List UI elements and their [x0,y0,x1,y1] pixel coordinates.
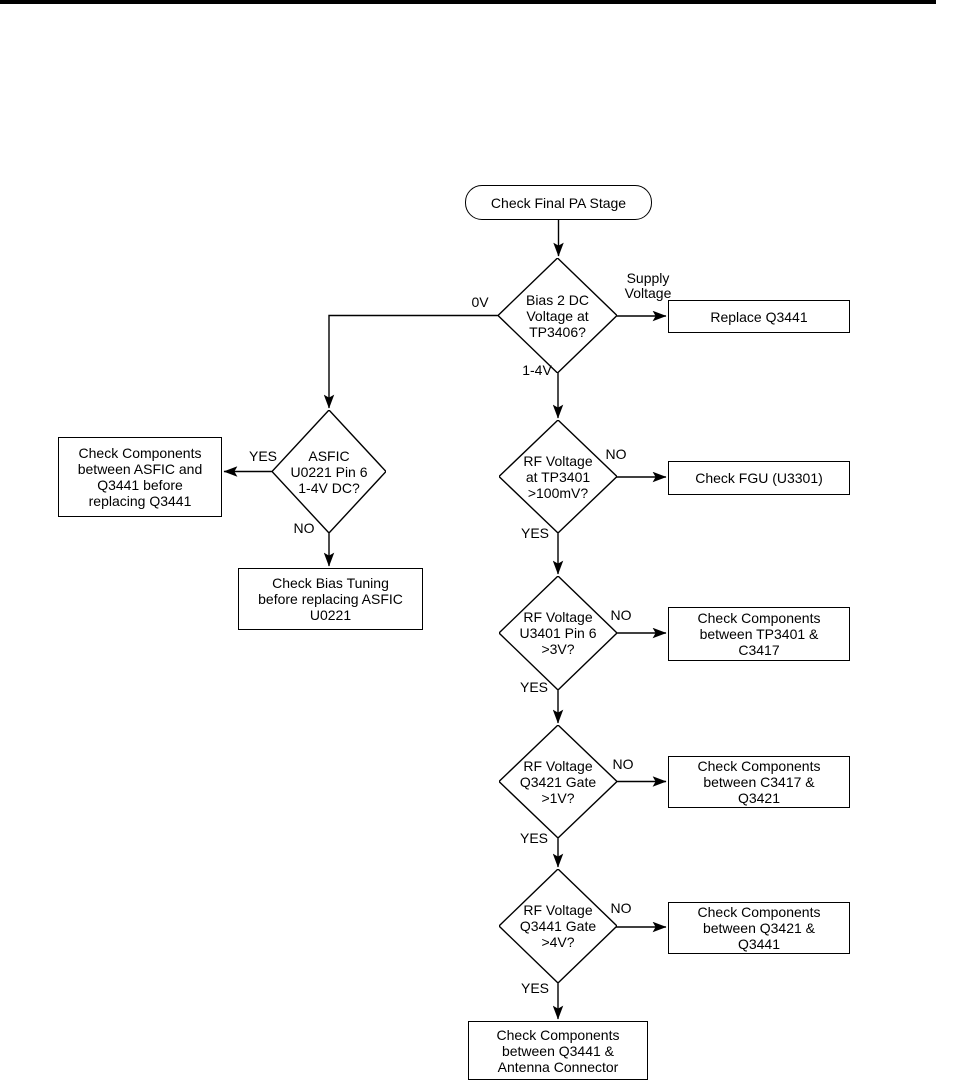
decision-asfic-u0221: ASFIC U0221 Pin 6 1-4V DC? [272,410,386,533]
process-replace-q3441: Replace Q3441 [668,300,850,333]
process-asfic-q3441: Check Components between ASFIC and Q3441… [58,437,222,517]
diamond-shape [499,725,617,838]
decision-rf-q3421: RF Voltage Q3421 Gate >1V? [499,725,617,838]
process-c3417-q3421-label: Check Components between C3417 & Q3421 [697,758,821,806]
edge-bias-0v-to-asfic [323,314,498,409]
process-c3417-q3421: Check Components between C3417 & Q3421 [668,756,850,808]
decision-rf-q3441: RF Voltage Q3441 Gate >4V? [499,869,617,983]
branch-label-yes-rf-q3441: YES [520,980,549,996]
branch-label-1-4v: 1-4V [522,362,552,378]
process-q3441-antenna: Check Components between Q3441 & Antenna… [468,1021,648,1080]
branch-label-0v: 0V [471,294,489,310]
branch-label-supply-voltage: Supply Voltage [624,270,672,301]
diamond-shape [498,258,617,373]
start-node: Check Final PA Stage [465,185,652,220]
branch-label-yes-rf-u3401: YES [519,679,548,695]
branch-label-no-rf-q3441: NO [610,900,632,916]
process-replace-q3441-label: Replace Q3441 [710,308,808,325]
process-asfic-q3441-label: Check Components between ASFIC and Q3441… [77,445,203,509]
branch-label-yes-asfic: YES [248,448,277,464]
decision-bias2-label: Bias 2 DC Voltage at TP3406? [525,291,590,340]
decision-rf-tp3401: RF Voltage at TP3401 >100mV? [499,420,617,533]
diamond-shape [272,410,386,533]
process-check-fgu: Check FGU (U3301) [668,461,850,495]
decision-asfic-label: ASFIC U0221 Pin 6 1-4V DC? [290,447,368,496]
decision-rf-u3401: RF Voltage U3401 Pin 6 >3V? [499,576,617,690]
branch-label-no-rf-u3401: NO [610,607,632,623]
process-bias-tuning: Check Bias Tuning before replacing ASFIC… [238,568,423,630]
decision-rf-tp3401-label: RF Voltage at TP3401 >100mV? [523,452,593,501]
branch-label-yes-rf-tp3401: YES [520,525,549,541]
decision-rf-q3441-label: RF Voltage Q3441 Gate >4V? [519,902,597,950]
diamond-shape [499,576,617,690]
decision-rf-q3421-label: RF Voltage Q3421 Gate >1V? [519,757,597,806]
branch-label-no-rf-q3421: NO [612,756,634,772]
page-top-border [0,0,936,4]
process-tp3401-c3417: Check Components between TP3401 & C3417 [668,607,850,661]
branch-label-no-asfic: NO [293,520,315,536]
process-q3441-antenna-label: Check Components between Q3441 & Antenna… [496,1026,620,1075]
process-q3421-q3441: Check Components between Q3421 & Q3441 [668,902,850,954]
process-tp3401-c3417-label: Check Components between TP3401 & C3417 [697,610,821,658]
start-node-label: Check Final PA Stage [490,194,627,211]
decision-bias2-tp3406: Bias 2 DC Voltage at TP3406? [498,258,617,373]
process-q3421-q3441-label: Check Components between Q3421 & Q3441 [697,904,821,952]
process-bias-tuning-label: Check Bias Tuning before replacing ASFIC… [258,575,403,623]
branch-label-no-rf-tp3401: NO [605,446,627,462]
branch-label-yes-rf-q3421: YES [519,830,548,846]
decision-rf-u3401-label: RF Voltage U3401 Pin 6 >3V? [519,609,597,657]
diamond-shape [499,420,617,533]
process-check-fgu-label: Check FGU (U3301) [695,470,823,486]
diamond-shape [499,869,617,983]
